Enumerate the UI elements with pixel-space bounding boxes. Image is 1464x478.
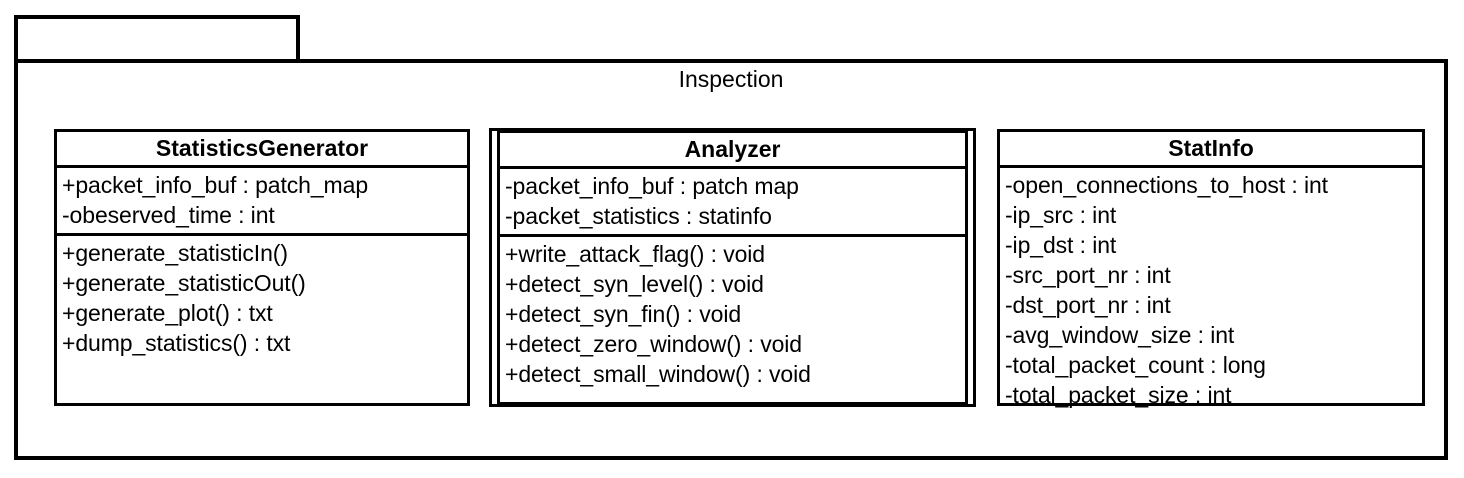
attributes-compartment-stat-info: -open_connections_to_host : int -ip_src … — [1000, 168, 1422, 413]
class-box-stat-info[interactable]: StatInfo -open_connections_to_host : int… — [997, 129, 1425, 408]
operation-row: +generate_statisticOut() — [62, 270, 306, 296]
attribute-row: -obeserved_time : int — [62, 202, 275, 228]
class-box-analyzer[interactable]: Analyzer -packet_info_buf : patch map -p… — [497, 130, 968, 405]
attribute-row: -src_port_nr : int — [1005, 262, 1171, 288]
attribute-row: -total_packet_size : int — [1005, 382, 1232, 408]
operation-row: +write_attack_flag() : void — [505, 241, 766, 267]
attributes-compartment-analyzer: -packet_info_buf : patch map -packet_sta… — [500, 169, 965, 237]
attributes-compartment-statistics-generator: +packet_info_buf : patch_map -obeserved_… — [57, 168, 467, 236]
package-name-label: Inspection — [678, 66, 784, 92]
package-tab — [14, 15, 300, 62]
attribute-row: -packet_info_buf : patch map — [505, 173, 799, 199]
class-title-statistics-generator: StatisticsGenerator — [57, 132, 467, 168]
operation-row: +detect_zero_window() : void — [505, 331, 802, 357]
attribute-row: -open_connections_to_host : int — [1005, 172, 1328, 198]
attribute-row: -dst_port_nr : int — [1005, 292, 1171, 318]
operation-row: +dump_statistics() : txt — [62, 330, 291, 356]
operation-row: +detect_small_window() : void — [505, 361, 811, 387]
class-title-stat-info: StatInfo — [1000, 132, 1422, 168]
operation-row: +generate_plot() : txt — [62, 300, 273, 326]
attribute-row: -total_packet_count : long — [1005, 352, 1266, 378]
attribute-row: -ip_src : int — [1005, 202, 1117, 228]
attribute-row: -avg_window_size : int — [1005, 322, 1235, 348]
attribute-row: -packet_statistics : statinfo — [505, 203, 772, 229]
operation-row: +detect_syn_fin() : void — [505, 301, 742, 327]
operation-row: +detect_syn_level() : void — [505, 271, 764, 297]
attribute-row: +packet_info_buf : patch_map — [62, 172, 369, 198]
attribute-row: -ip_dst : int — [1005, 232, 1117, 258]
operations-compartment-statistics-generator: +generate_statisticIn() +generate_statis… — [57, 236, 467, 403]
operation-row: +generate_statisticIn() — [62, 240, 288, 266]
operations-compartment-analyzer: +write_attack_flag() : void +detect_syn_… — [500, 237, 965, 402]
class-box-statistics-generator[interactable]: StatisticsGenerator +packet_info_buf : p… — [54, 129, 470, 406]
class-title-analyzer: Analyzer — [500, 133, 965, 169]
